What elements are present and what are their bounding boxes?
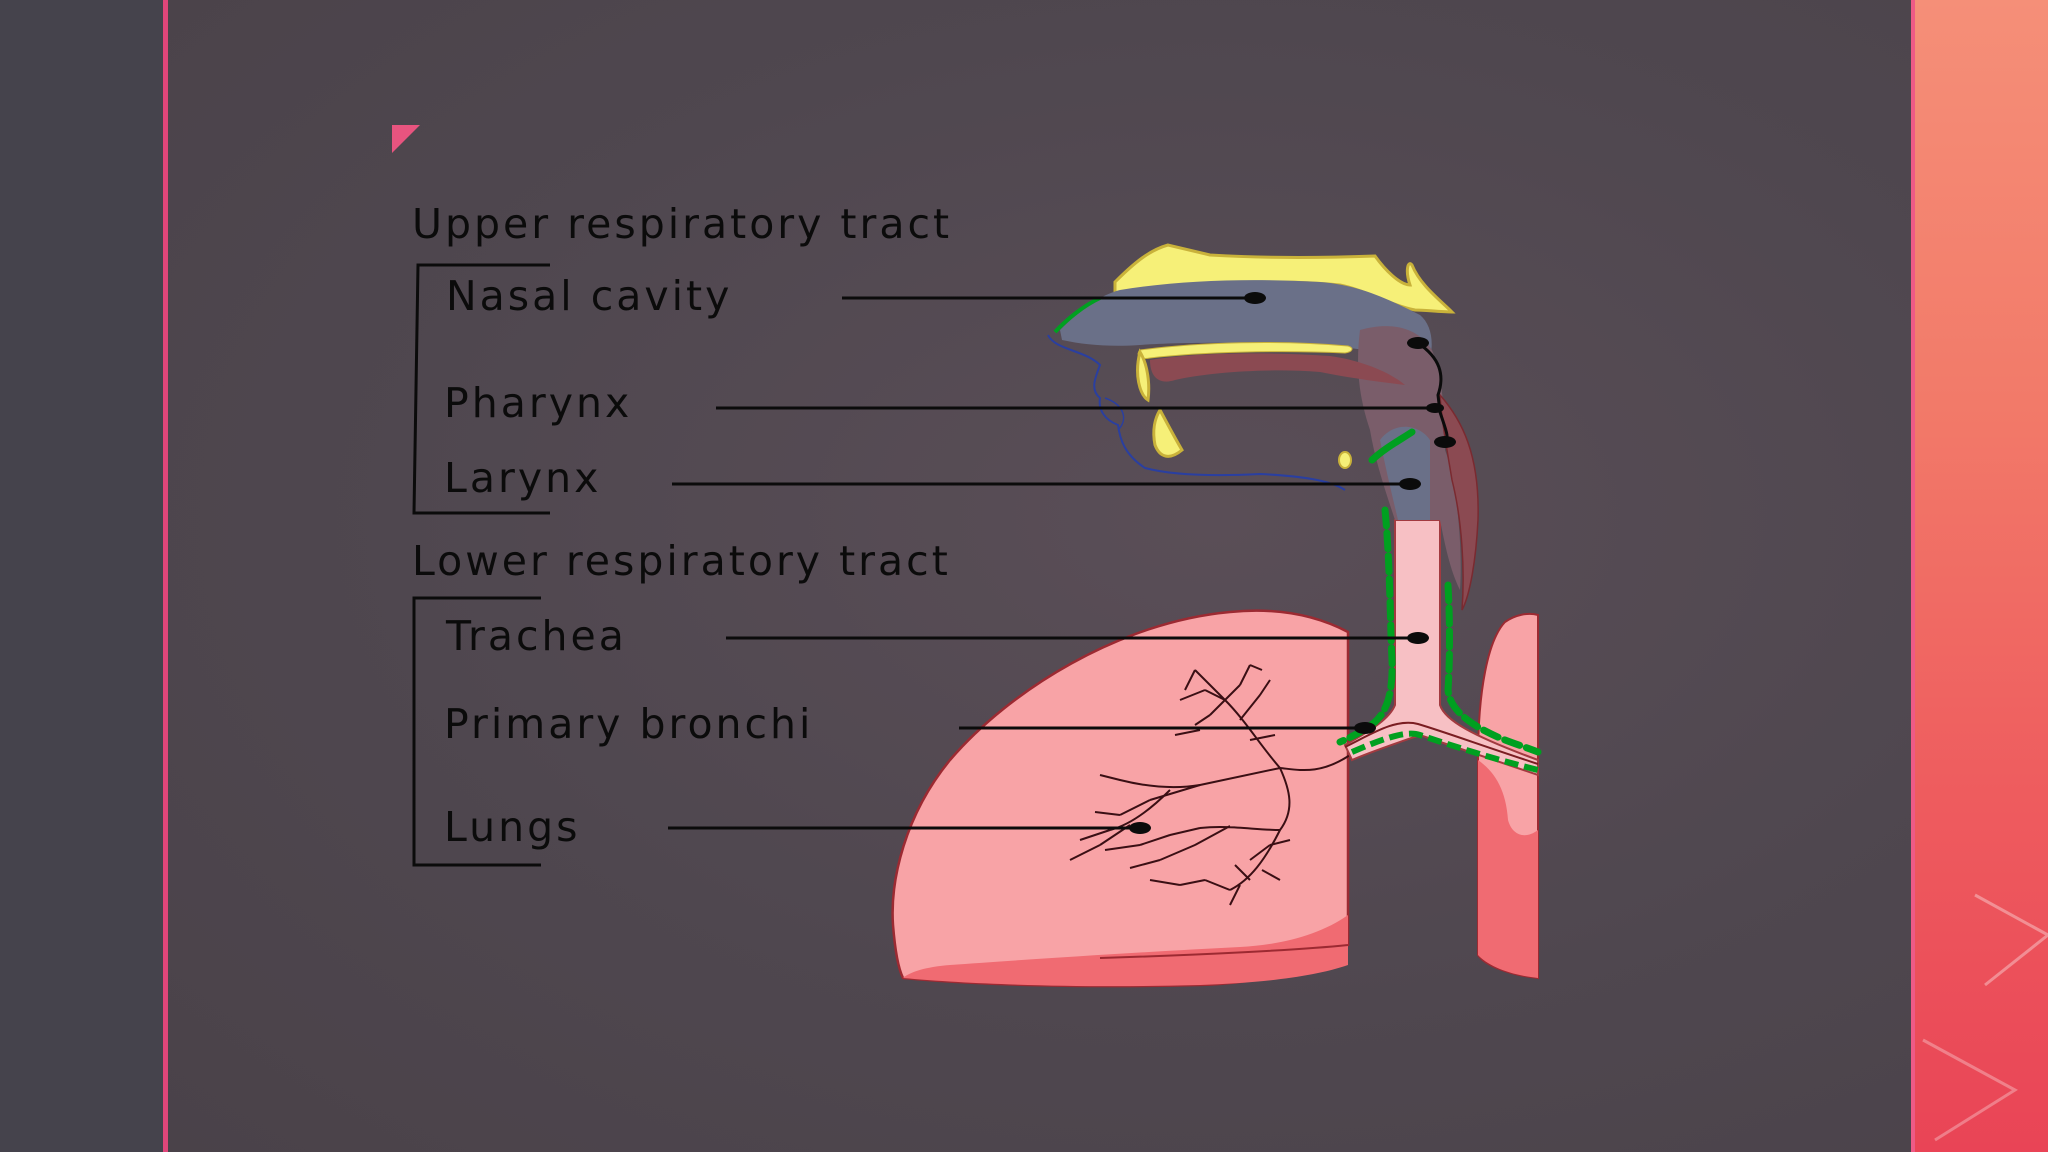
lower-tract-heading: Lower respiratory tract: [412, 537, 951, 585]
group-brackets: [412, 263, 550, 867]
label-trachea: Trachea: [445, 612, 627, 660]
label-pharynx: Pharynx: [444, 379, 632, 427]
right-lung: [1477, 612, 1539, 980]
bronchial-tree: [1069, 664, 1351, 906]
label-primary-bronchi: Primary bronchi: [444, 700, 813, 748]
left-side-panel: [0, 0, 163, 1152]
right-accent-rule: [1911, 0, 1915, 1152]
leader-lines: [668, 296, 1449, 830]
left-accent-rule: [163, 0, 168, 1152]
label-larynx: Larynx: [444, 454, 601, 502]
chevron-decoration: [1922, 893, 2048, 1142]
leader-dots: [1129, 292, 1456, 834]
left-lung: [891, 609, 1351, 988]
right-decorative-panel: [1915, 0, 2048, 1152]
upper-tract-heading: Upper respiratory tract: [412, 200, 952, 248]
label-nasal-cavity: Nasal cavity: [446, 272, 732, 320]
upper-airway: [1047, 243, 1479, 611]
corner-flag-icon: [392, 125, 420, 153]
label-lungs: Lungs: [444, 803, 580, 851]
